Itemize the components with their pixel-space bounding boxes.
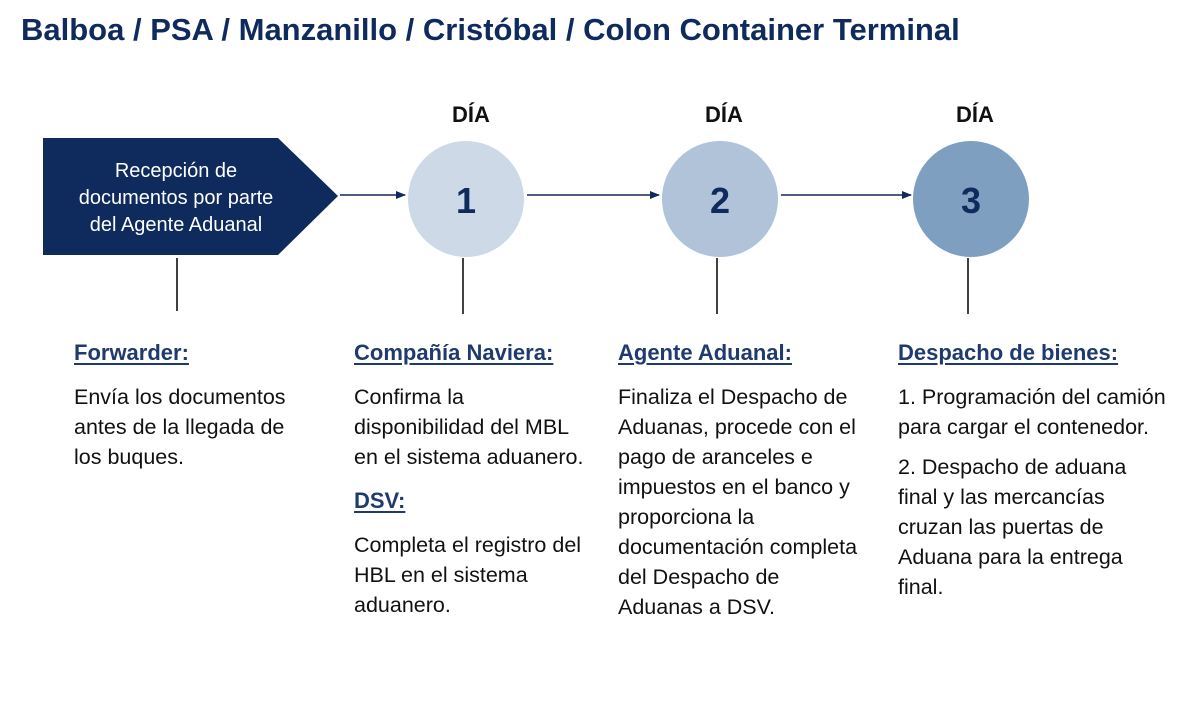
column-subtext: Completa el registro del HBL en el siste… [354, 533, 582, 617]
column-text-2: 2. Despacho de aduana final y las mercan… [898, 455, 1127, 599]
day-circle-2 [662, 141, 778, 257]
start-box [43, 138, 338, 255]
process-flow-diagram: Recepción de documentos por parte del Ag… [43, 102, 1029, 314]
day-circle-1 [408, 141, 524, 257]
day-label-1: DÍA [452, 102, 490, 127]
column-shipping-company: Compañía Naviera: Confirma la disponibil… [354, 338, 594, 620]
page-title: Balboa / PSA / Manzanillo / Cristóbal / … [21, 12, 960, 47]
day-circle-3 [913, 141, 1029, 257]
day-number-3: 3 [961, 180, 981, 221]
column-customs-agent: Agente Aduanal: Finaliza el Despacho de … [618, 338, 858, 622]
day-label-2: DÍA [705, 102, 743, 127]
column-heading: Compañía Naviera: [354, 340, 554, 365]
column-text: Envía los documentos antes de la llegada… [74, 385, 286, 469]
column-text: Finaliza el Despacho de Aduanas, procede… [618, 385, 858, 619]
day-number-1: 1 [456, 180, 476, 221]
start-box-line-3: del Agente Aduanal [90, 214, 262, 236]
column-goods-dispatch: Despacho de bienes: 1. Programación del … [898, 338, 1168, 602]
day-label-3: DÍA [956, 102, 994, 127]
start-box-line-1: Recepción de [115, 160, 237, 182]
column-heading: Despacho de bienes: [898, 340, 1119, 365]
column-heading: Agente Aduanal: [618, 340, 792, 365]
day-number-2: 2 [710, 180, 730, 221]
column-text: Confirma la disponibilidad del MBL en el… [354, 385, 584, 469]
column-text: 1. Programación del camión para cargar e… [898, 385, 1166, 439]
column-subheading: DSV: [354, 488, 406, 513]
column-heading: Forwarder: [74, 340, 189, 365]
start-box-line-2: documentos por parte [79, 187, 274, 209]
column-forwarder: Forwarder: Envía los documentos antes de… [74, 338, 314, 472]
